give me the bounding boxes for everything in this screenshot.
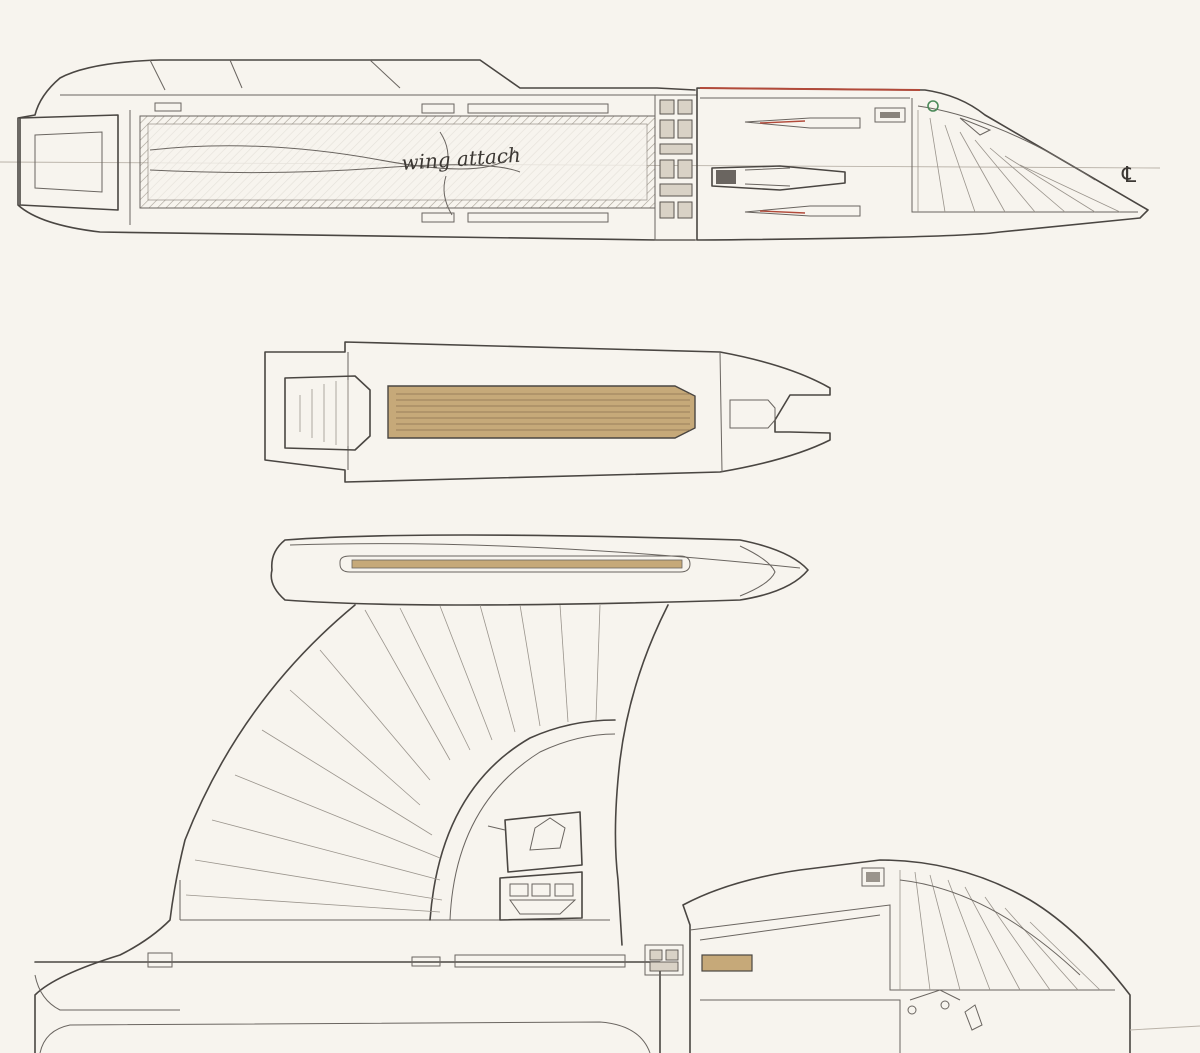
side-view: ℄ wing attach (0, 59, 1161, 241)
nose-notch (729, 399, 776, 429)
top-view (264, 341, 831, 483)
connector (644, 944, 684, 976)
wing-pylon (34, 604, 356, 1053)
rear-louver (284, 375, 371, 451)
upper-thruster (744, 117, 861, 129)
centerline-mark: ℄ (1121, 163, 1137, 188)
cab-tan-panel (701, 954, 753, 972)
section-view (34, 534, 1200, 1053)
green-port (927, 100, 939, 112)
rear-hull-outline (17, 59, 696, 241)
lower-body (34, 961, 661, 1053)
forward-cab (682, 859, 1131, 1053)
slot (154, 102, 182, 112)
control-panel-upper (504, 811, 583, 873)
rear-window-frame (19, 114, 119, 211)
lower-thruster (744, 205, 861, 217)
central-engine (711, 165, 846, 191)
control-panel-lower (499, 871, 583, 921)
top-view-hull (264, 341, 831, 483)
red-trim (699, 87, 921, 91)
upper-pod (270, 534, 809, 606)
forward-hull-outline (696, 87, 1149, 241)
